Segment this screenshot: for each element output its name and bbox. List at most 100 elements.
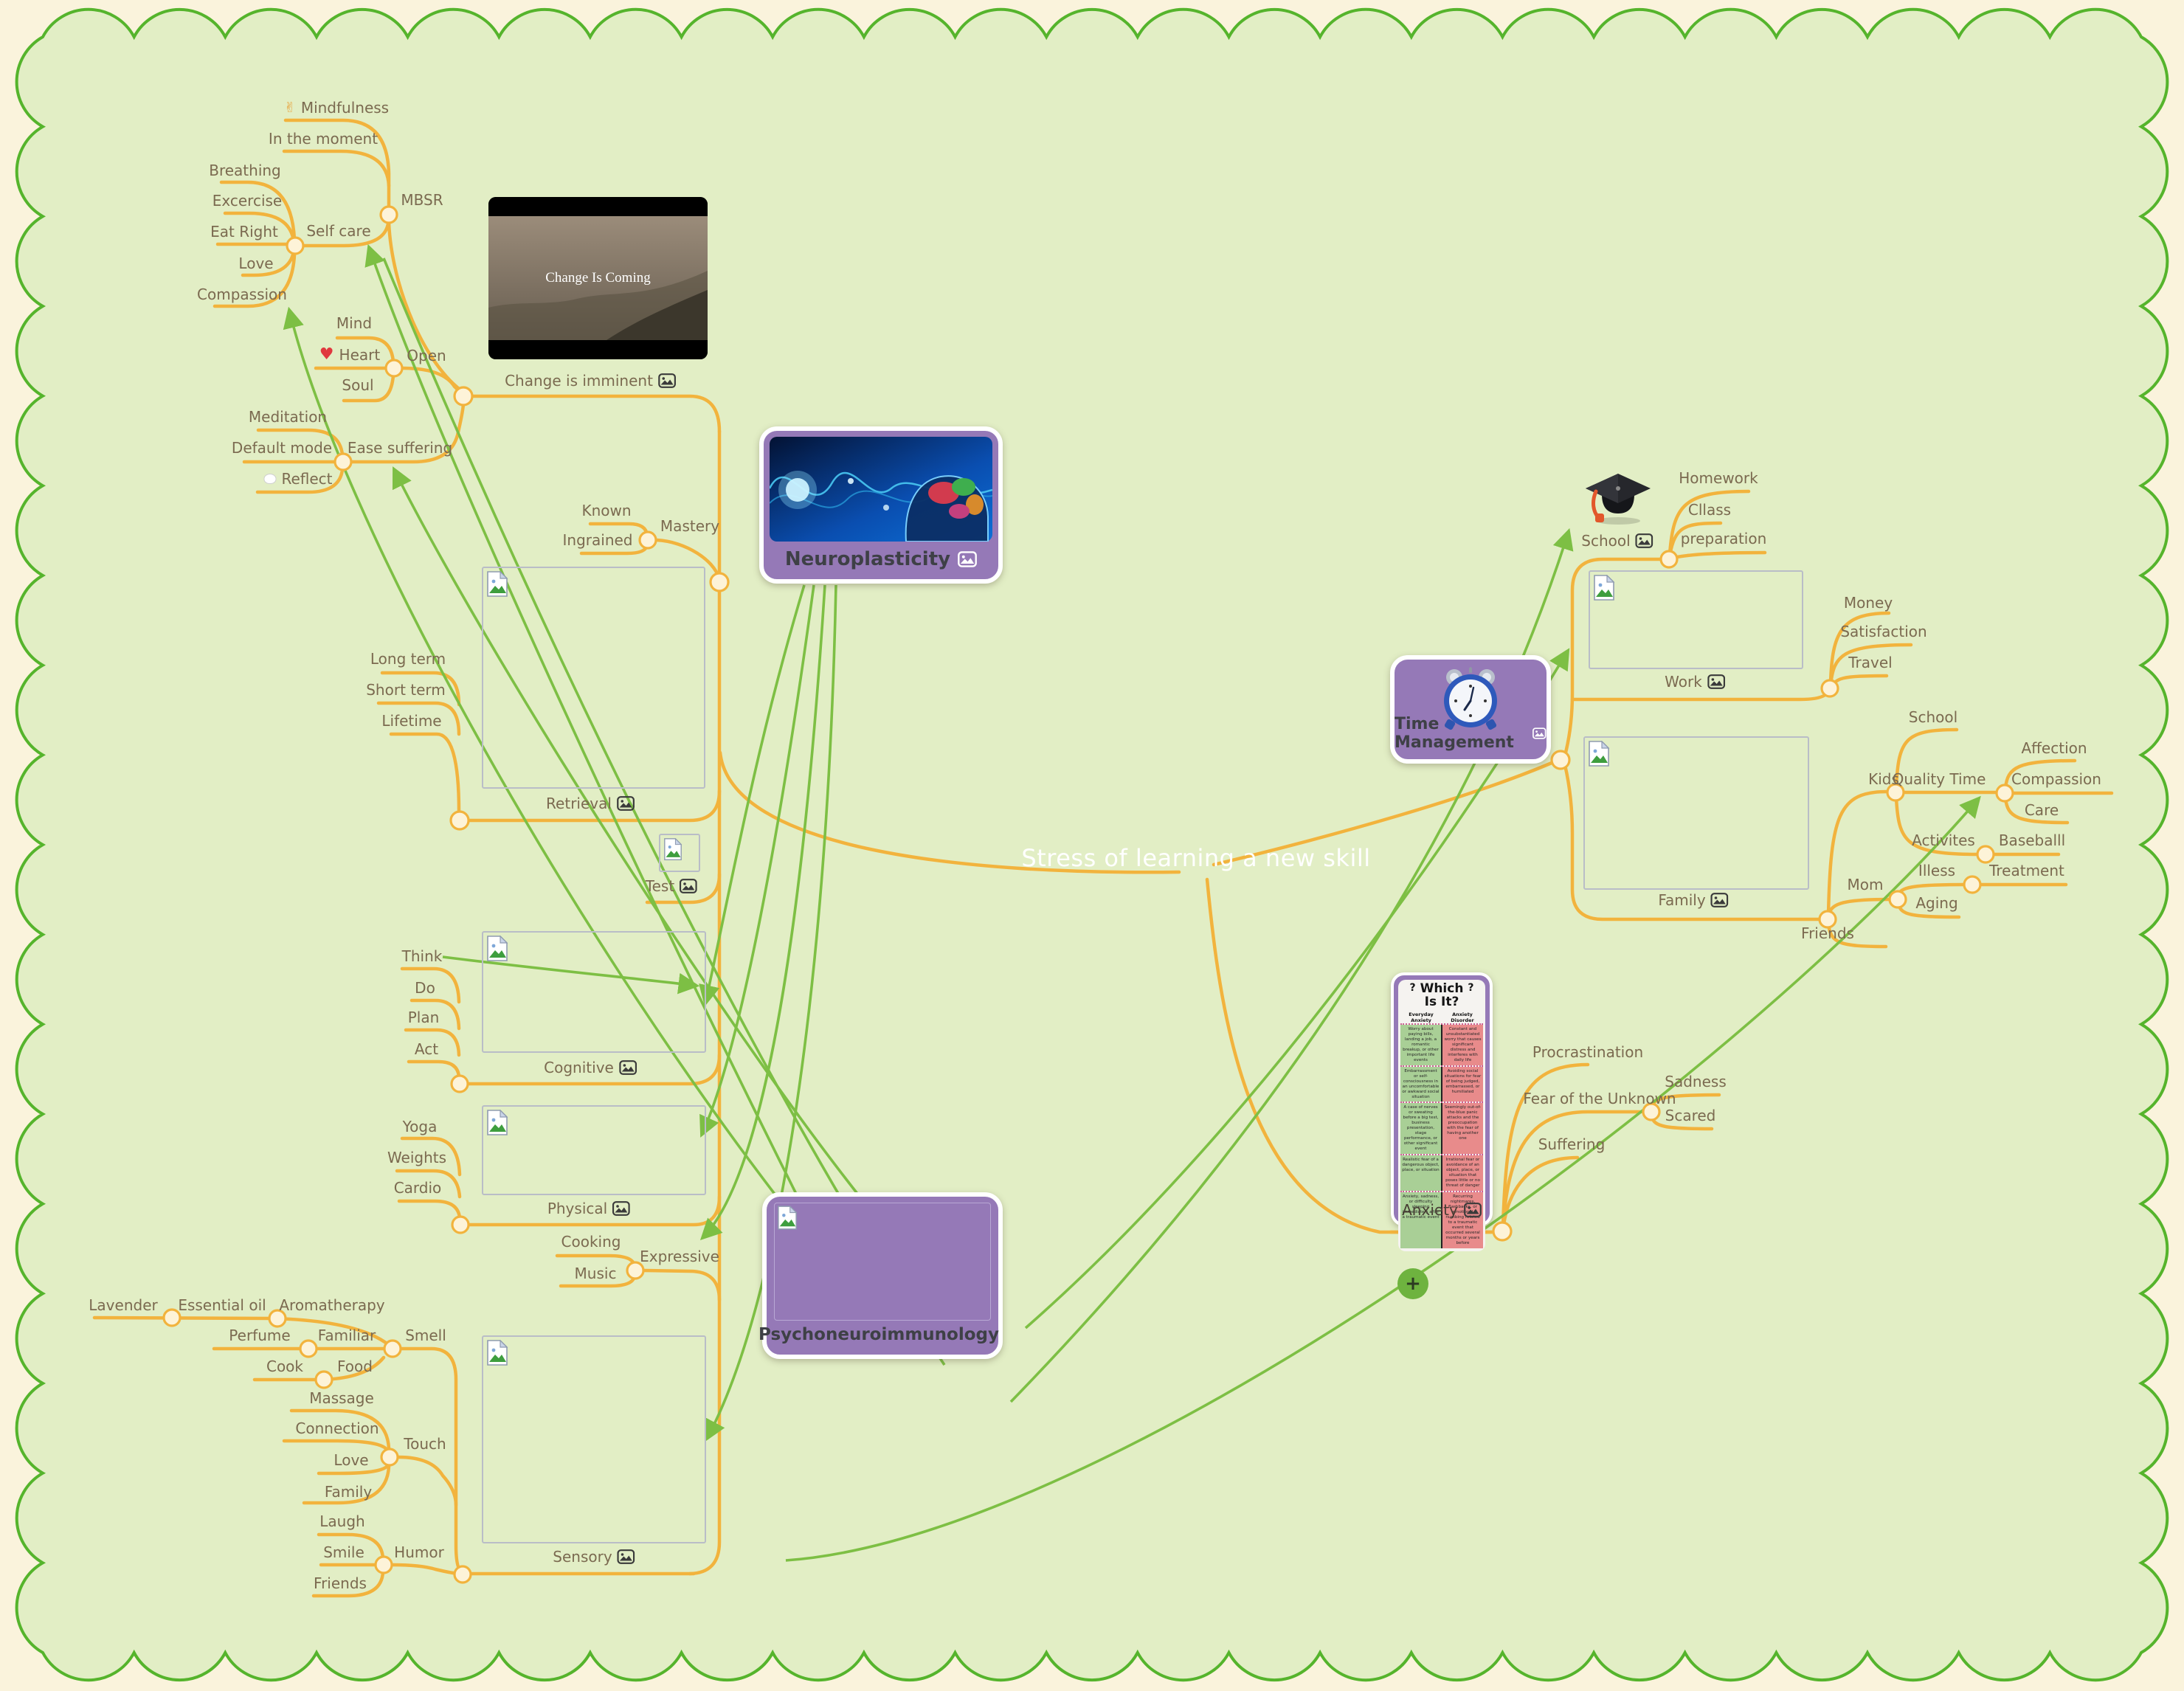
node-fear-of-the-unknown[interactable]: Fear of the Unknown (1523, 1090, 1676, 1107)
node-sensory[interactable]: Sensory (553, 1548, 635, 1566)
node-school-kids[interactable]: School (1909, 708, 1957, 726)
node-open[interactable]: Open (407, 347, 446, 364)
node-activites[interactable]: Activites (1912, 831, 1975, 849)
anxiety-card[interactable]: ? Which ? Is It? Everyday Anxiety Anxiet… (1391, 972, 1493, 1252)
time-management-card[interactable]: Time Management (1390, 655, 1551, 764)
node-quality-time[interactable]: Quality Time (1893, 770, 1986, 788)
node-preparation[interactable]: preparation (1681, 530, 1767, 547)
node-ease-suffering[interactable]: Ease suffering (348, 439, 452, 457)
node-aging[interactable]: Aging (1915, 894, 1957, 912)
node-massage[interactable]: Massage (309, 1389, 374, 1407)
image-placeholder-cognitive (482, 931, 706, 1053)
node-mindfulness[interactable]: ✌Mindfulness (284, 99, 389, 117)
node-family-right[interactable]: Family (1658, 891, 1729, 909)
node-label: Self care (306, 222, 371, 240)
broken-image-icon (487, 1110, 508, 1135)
node-laugh[interactable]: Laugh (319, 1512, 364, 1530)
node-expressive[interactable]: Expressive (640, 1248, 719, 1265)
node-label: Family (324, 1483, 373, 1501)
node-lavender[interactable]: Lavender (89, 1296, 157, 1314)
node-change-imminent[interactable]: Change is imminent (505, 372, 676, 390)
add-relation-handle[interactable]: + (1397, 1268, 1428, 1299)
node-friends-humor[interactable]: Friends (314, 1574, 367, 1592)
psychoneuroimmunology-card[interactable]: Psychoneuroimmunology (758, 1192, 1003, 1359)
node-money[interactable]: Money (1844, 594, 1893, 612)
node-smell[interactable]: Smell (405, 1327, 446, 1344)
node-yoga[interactable]: Yoga (403, 1118, 438, 1135)
node-physical[interactable]: Physical (547, 1200, 631, 1217)
node-plan[interactable]: Plan (408, 1009, 440, 1026)
node-cardio[interactable]: Cardio (394, 1179, 442, 1197)
node-humor[interactable]: Humor (394, 1543, 444, 1561)
node-mind[interactable]: Mind (336, 314, 372, 332)
node-food[interactable]: Food (337, 1358, 373, 1375)
node-familiar[interactable]: Familiar (318, 1327, 376, 1344)
image-placeholder-family (1583, 736, 1809, 890)
node-compassion-selfcare[interactable]: Compassion (197, 286, 287, 303)
node-breathing[interactable]: Breathing (209, 162, 281, 179)
node-sadness[interactable]: Sadness (1665, 1073, 1726, 1090)
node-cllass[interactable]: Cllass (1688, 501, 1731, 519)
node-music[interactable]: Music (575, 1265, 617, 1282)
node-homework[interactable]: Homework (1679, 469, 1758, 487)
node-touch[interactable]: Touch (404, 1435, 446, 1453)
node-eat-right[interactable]: Eat Right (210, 223, 278, 241)
node-kids[interactable]: Kids (1868, 770, 1899, 788)
node-procrastination[interactable]: Procrastination (1532, 1043, 1643, 1061)
node-suffering[interactable]: Suffering (1538, 1135, 1606, 1153)
node-friends-family[interactable]: Friends (1801, 924, 1854, 942)
node-soul[interactable]: Soul (342, 376, 373, 394)
node-lifetime[interactable]: Lifetime (381, 712, 441, 730)
node-meditation[interactable]: Meditation (249, 408, 327, 426)
node-essential-oil[interactable]: Essential oil (178, 1296, 266, 1314)
node-mastery[interactable]: Mastery (660, 517, 719, 535)
node-illess[interactable]: Illess (1918, 862, 1955, 879)
node-compassion-qt[interactable]: Compassion (2011, 770, 2101, 788)
node-test[interactable]: Test (646, 877, 698, 895)
node-ingrained[interactable]: Ingrained (563, 531, 633, 549)
node-family-touch[interactable]: Family (325, 1483, 372, 1501)
node-care[interactable]: Care (2025, 801, 2059, 819)
node-do[interactable]: Do (415, 979, 435, 997)
node-mbsr[interactable]: MBSR (401, 191, 443, 209)
node-satisfaction[interactable]: Satisfaction (1840, 623, 1926, 640)
neuroplasticity-card[interactable]: Neuroplasticity (759, 426, 1003, 584)
node-love-selfcare[interactable]: Love (238, 255, 273, 272)
node-connection[interactable]: Connection (295, 1419, 379, 1437)
node-smile[interactable]: Smile (323, 1543, 364, 1561)
node-treatment[interactable]: Treatment (1989, 862, 2064, 879)
node-label: Massage (309, 1389, 374, 1407)
node-label: Kids (1868, 770, 1899, 788)
node-perfume[interactable]: Perfume (229, 1327, 290, 1344)
node-label: Work (1665, 673, 1702, 691)
node-act[interactable]: Act (415, 1040, 438, 1058)
central-topic[interactable]: Stress of learning a new skill (1021, 844, 1371, 872)
node-travel[interactable]: Travel (1848, 654, 1892, 671)
node-self-care[interactable]: Self care (306, 222, 370, 240)
node-aromatherapy[interactable]: Aromatherapy (279, 1296, 384, 1314)
node-baseballl[interactable]: Baseballl (1999, 831, 2065, 849)
node-weights[interactable]: Weights (387, 1149, 446, 1166)
node-mom[interactable]: Mom (1848, 876, 1884, 893)
node-work[interactable]: Work (1665, 673, 1725, 691)
node-think[interactable]: Think (402, 947, 443, 965)
node-known[interactable]: Known (581, 502, 631, 519)
node-excercise[interactable]: Excercise (212, 192, 282, 210)
node-affection[interactable]: Affection (2021, 739, 2087, 757)
node-heart[interactable]: ♥Heart (319, 346, 380, 364)
node-school-tm[interactable]: School (1581, 532, 1653, 550)
node-in-the-moment[interactable]: In the moment (269, 130, 378, 148)
node-retrieval[interactable]: Retrieval (546, 795, 635, 812)
node-reflect[interactable]: Reflect (263, 470, 333, 488)
node-love-touch[interactable]: Love (334, 1451, 368, 1469)
node-cognitive[interactable]: Cognitive (544, 1059, 637, 1076)
node-cook[interactable]: Cook (266, 1358, 303, 1375)
node-scared[interactable]: Scared (1665, 1107, 1716, 1124)
node-default-mode[interactable]: Default mode (232, 439, 332, 457)
video-card-change-is-coming[interactable]: Change Is Coming (488, 197, 708, 359)
node-long-term[interactable]: Long term (370, 650, 446, 668)
junction-dots[interactable] (162, 205, 2014, 1584)
node-short-term[interactable]: Short term (366, 681, 446, 699)
node-cooking[interactable]: Cooking (561, 1233, 621, 1251)
